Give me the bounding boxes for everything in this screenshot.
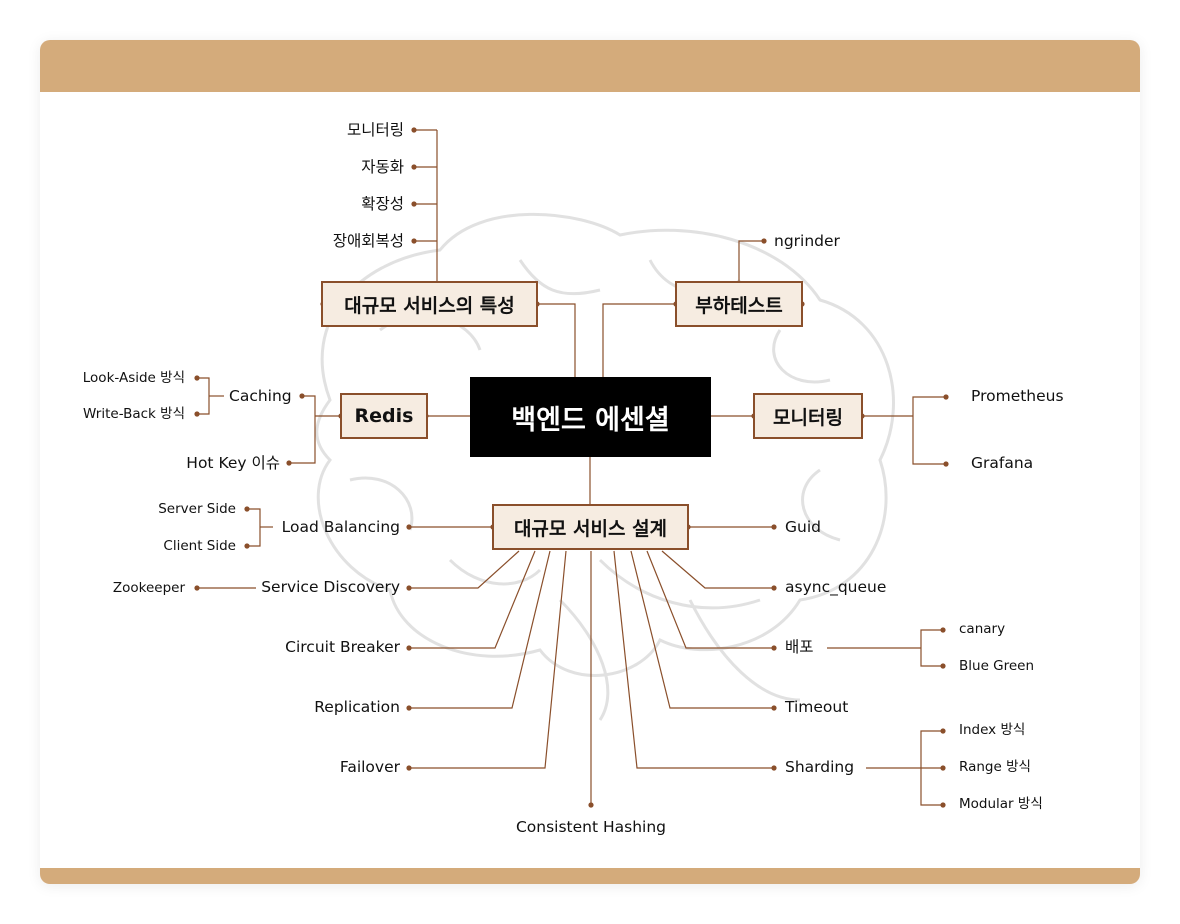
label-deploy: 배포 <box>785 638 814 656</box>
connector-lines <box>197 129 946 806</box>
mindmap-card <box>40 40 1140 884</box>
label-ngrinder: ngrinder <box>774 232 840 250</box>
label-automation: 자동화 <box>361 158 404 176</box>
label-prometheus: Prometheus <box>971 387 1064 405</box>
label-replication: Replication <box>314 698 400 716</box>
label-server-side: Server Side <box>158 501 236 517</box>
label-index: Index 방식 <box>959 722 1026 738</box>
label-write-back: Write-Back 방식 <box>83 406 185 422</box>
label-range: Range 방식 <box>959 759 1031 775</box>
label-zookeeper: Zookeeper <box>112 580 185 596</box>
node-monitoring: 모니터링 <box>753 393 863 439</box>
label-circuit-breaker: Circuit Breaker <box>285 638 400 656</box>
label-caching: Caching <box>229 387 292 405</box>
label-resilience: 장애회복성 <box>332 232 404 250</box>
node-load-test: 부하테스트 <box>675 281 803 327</box>
label-scalability: 확장성 <box>361 195 404 213</box>
label-grafana: Grafana <box>971 454 1034 472</box>
footer-band <box>40 868 1140 884</box>
label-load-balancing: Load Balancing <box>281 518 400 536</box>
label-client-side: Client Side <box>163 538 236 554</box>
label-monitoring: 모니터링 <box>346 121 404 139</box>
label-service-discovery: Service Discovery <box>261 578 400 596</box>
label-sharding: Sharding <box>785 758 855 776</box>
central-topic: 백엔드 에센셜 <box>470 377 711 457</box>
label-hot-key: Hot Key 이슈 <box>186 454 280 472</box>
node-redis: Redis <box>340 393 428 439</box>
node-design: 대규모 서비스 설계 <box>492 504 689 550</box>
label-modular: Modular 방식 <box>959 796 1043 812</box>
header-band <box>40 40 1140 92</box>
label-failover: Failover <box>339 758 400 776</box>
label-guid: Guid <box>785 518 821 536</box>
label-consistent-hashing: Consistent Hashing <box>515 818 667 836</box>
label-look-aside: Look-Aside 방식 <box>82 370 185 386</box>
node-characteristics: 대규모 서비스의 특성 <box>321 281 538 327</box>
label-blue-green: Blue Green <box>959 658 1035 674</box>
label-timeout: Timeout <box>785 698 849 716</box>
label-async-queue: async_queue <box>785 578 887 596</box>
label-canary: canary <box>959 621 1006 637</box>
